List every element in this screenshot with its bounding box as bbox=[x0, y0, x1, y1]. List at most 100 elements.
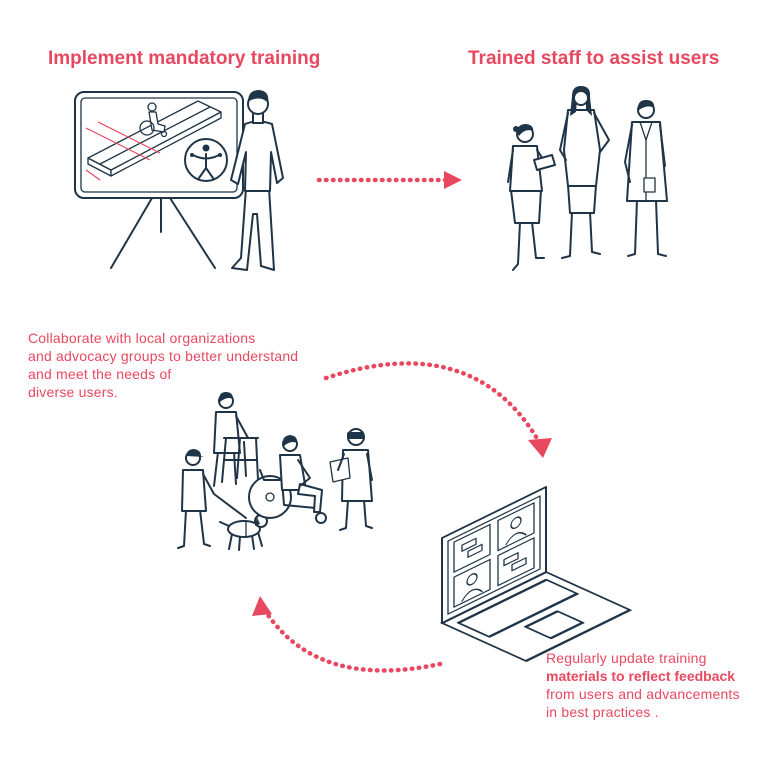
arrow-head bbox=[444, 171, 462, 189]
trainer-hair bbox=[248, 90, 269, 103]
universal-access-icon bbox=[184, 138, 228, 182]
accessible-ramp-diagram bbox=[85, 100, 222, 181]
collaborate-note-line: and meet the needs of bbox=[28, 366, 172, 382]
person-legs bbox=[213, 451, 237, 487]
measure-line bbox=[85, 127, 151, 161]
laptop-display bbox=[447, 495, 541, 615]
panel-frame bbox=[453, 523, 491, 573]
person-torso bbox=[341, 449, 373, 502]
collaborate-note-line: Collaborate with local organizations bbox=[28, 330, 256, 346]
update-note-line: in best practices . bbox=[546, 704, 659, 720]
measure-line bbox=[97, 121, 161, 154]
wheelchair-caster bbox=[315, 512, 327, 524]
chat-bubble-icon bbox=[467, 543, 483, 558]
trainer-figure bbox=[230, 90, 284, 271]
user-avatar-icon bbox=[466, 573, 478, 586]
panel-frame bbox=[497, 537, 535, 587]
person-arm bbox=[297, 459, 311, 487]
staff-member-center bbox=[559, 86, 610, 259]
staff-skirt bbox=[510, 189, 542, 224]
laptop-keyboard bbox=[456, 578, 579, 638]
update-note-line: materials to reflect feedback bbox=[546, 668, 736, 684]
staff-arm bbox=[559, 112, 610, 161]
measure-line bbox=[85, 169, 101, 181]
person-arm bbox=[235, 415, 249, 439]
arrow-head bbox=[252, 596, 272, 616]
chat-panel bbox=[497, 537, 535, 587]
wheelchair-wheel bbox=[248, 475, 292, 519]
person-with-guide-dog bbox=[177, 449, 268, 551]
user-shoulders bbox=[461, 588, 483, 602]
trainer-legs bbox=[231, 187, 275, 271]
collaborate-note-line: and advocacy groups to better understand bbox=[28, 348, 299, 364]
collaborate-note: Collaborate with local organizations and… bbox=[28, 329, 298, 401]
staff-member-tablet bbox=[507, 124, 556, 271]
staff-head bbox=[573, 90, 589, 106]
staff-pants bbox=[567, 184, 597, 214]
dog-ear bbox=[255, 517, 260, 526]
laptop-lid bbox=[441, 485, 547, 625]
staff-hair-bun bbox=[513, 126, 519, 132]
leash bbox=[202, 473, 247, 519]
access-icon-head bbox=[202, 144, 210, 152]
collaborate-note-line: diverse users. bbox=[28, 384, 118, 400]
staff-hair bbox=[638, 100, 655, 110]
person-torso bbox=[213, 411, 241, 454]
community-group-illustration bbox=[177, 392, 373, 551]
chat-bubble-icon bbox=[461, 537, 477, 552]
board-inner-frame bbox=[80, 97, 238, 193]
video-panel bbox=[453, 558, 491, 608]
panel-frame bbox=[453, 558, 491, 608]
arrow-head bbox=[528, 438, 552, 458]
paper-sheet bbox=[329, 457, 351, 483]
arrow-curved-icon bbox=[252, 596, 443, 673]
ramp-stripe bbox=[99, 106, 211, 165]
staff-torso bbox=[563, 109, 601, 187]
staff-legs bbox=[627, 199, 667, 257]
dog-tail bbox=[219, 521, 230, 527]
guide-dog bbox=[219, 514, 268, 551]
person-legs bbox=[177, 509, 211, 549]
wheelchair-hub bbox=[265, 492, 275, 502]
arrow-dotted-line bbox=[323, 361, 541, 443]
dog-legs bbox=[228, 531, 263, 551]
arrow-dotted-line bbox=[263, 609, 443, 673]
wheelchair-user-body bbox=[148, 111, 166, 133]
person-legs bbox=[339, 499, 373, 531]
chat-bubble-icon bbox=[503, 552, 519, 567]
dog-body bbox=[227, 520, 261, 538]
access-icon-body bbox=[198, 153, 214, 179]
trainer-neck bbox=[252, 112, 264, 124]
person-legs bbox=[297, 483, 323, 513]
panel-frame bbox=[497, 502, 535, 552]
chat-panel bbox=[453, 523, 491, 573]
access-icon-hand bbox=[218, 153, 222, 157]
arrow-curved-icon bbox=[323, 361, 552, 458]
laptop-screen bbox=[441, 485, 547, 625]
update-note-line: from users and advancements bbox=[546, 686, 740, 702]
tablet bbox=[533, 154, 556, 171]
wheelchair-user-head bbox=[147, 102, 157, 112]
user-avatar-icon bbox=[510, 516, 522, 530]
easel-legs bbox=[110, 197, 216, 269]
person-with-walker bbox=[213, 392, 259, 487]
person-hair bbox=[282, 435, 298, 446]
staff-legs bbox=[512, 221, 545, 271]
chat-bubble-icon bbox=[511, 557, 527, 572]
clipboard bbox=[643, 177, 656, 193]
person-arm bbox=[337, 453, 373, 481]
staff-member-coat bbox=[624, 100, 668, 257]
wheelchair-wheel bbox=[139, 120, 155, 136]
video-panel bbox=[497, 502, 535, 552]
person-with-vr-headset bbox=[329, 428, 373, 531]
wheelchair-icon bbox=[139, 102, 168, 138]
update-note: Regularly update training materials to r… bbox=[546, 649, 740, 721]
step-title-training: Implement mandatory training bbox=[48, 48, 321, 69]
trained-staff-illustration bbox=[507, 86, 668, 271]
person-cap bbox=[186, 449, 204, 457]
update-note-line: Regularly update training bbox=[546, 650, 707, 666]
person-torso bbox=[181, 469, 207, 512]
access-icon-hand bbox=[190, 153, 194, 157]
staff-blazer bbox=[509, 145, 543, 192]
person-hair bbox=[219, 392, 233, 402]
